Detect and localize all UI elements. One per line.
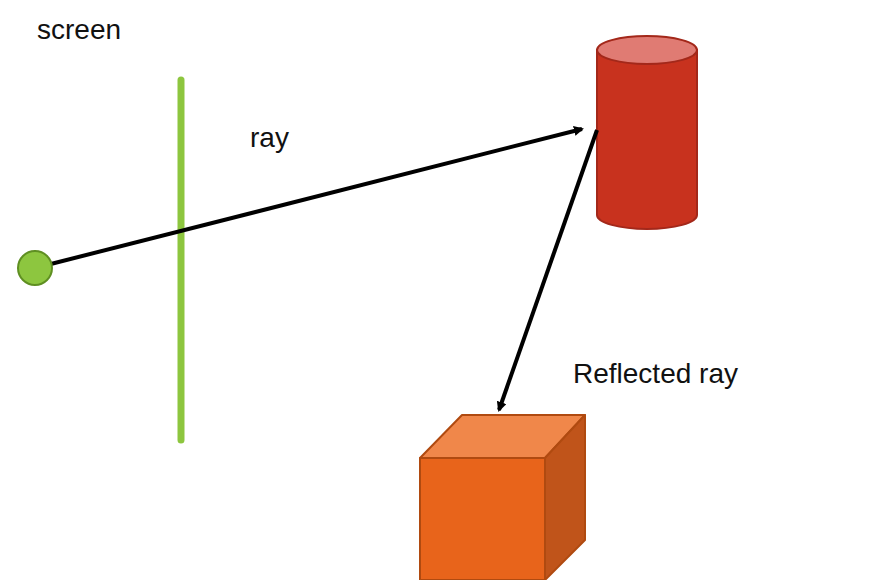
screen-plane (178, 80, 185, 440)
eye-point (18, 251, 52, 285)
primary-ray (35, 129, 582, 268)
reflected-ray-label: Reflected ray (573, 358, 738, 390)
ray-label: ray (250, 122, 289, 154)
orange-cube (420, 415, 585, 580)
screen-label: screen (37, 14, 121, 46)
red-cylinder (597, 36, 697, 229)
